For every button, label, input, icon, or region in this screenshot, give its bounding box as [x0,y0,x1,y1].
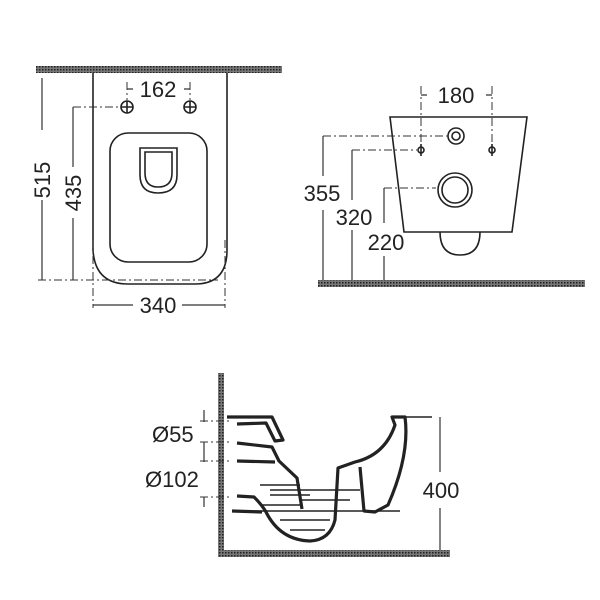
top-view: 162 515 435 340 [30,66,282,318]
floor [218,550,450,557]
seat-outline [109,132,208,263]
bolt-hole-right [183,100,197,114]
height-upper-dimension: 355 [304,181,341,206]
height-bolts-dimension: 320 [336,205,373,230]
wall [36,66,282,73]
mount-height-dimension: 400 [423,478,460,503]
section-view: Ø55 Ø102 400 [145,373,459,557]
bowl-section [227,415,408,543]
bolt-hole-left [417,144,425,156]
bolt-spacing-dimension: 162 [140,77,177,102]
height-outlet-dimension: 220 [368,230,405,255]
bolt-hole-right [488,144,496,156]
toilet-rear-outline [389,116,528,233]
depth-seat-dimension: 435 [61,175,86,212]
rear-bolt-spacing-dimension: 180 [438,83,475,108]
wall [218,373,224,556]
inlet-hole [447,127,465,145]
outlet-diameter-dimension: Ø102 [145,467,199,492]
bolt-hole-left [120,100,134,114]
inlet-diameter-dimension: Ø55 [152,422,194,447]
depth-total-dimension: 515 [30,162,55,199]
width-dimension: 340 [140,293,177,318]
rear-view: 180 355 320 220 [304,83,585,287]
bowl-opening [139,147,178,194]
floor [318,280,585,287]
outlet-hole [437,172,473,208]
